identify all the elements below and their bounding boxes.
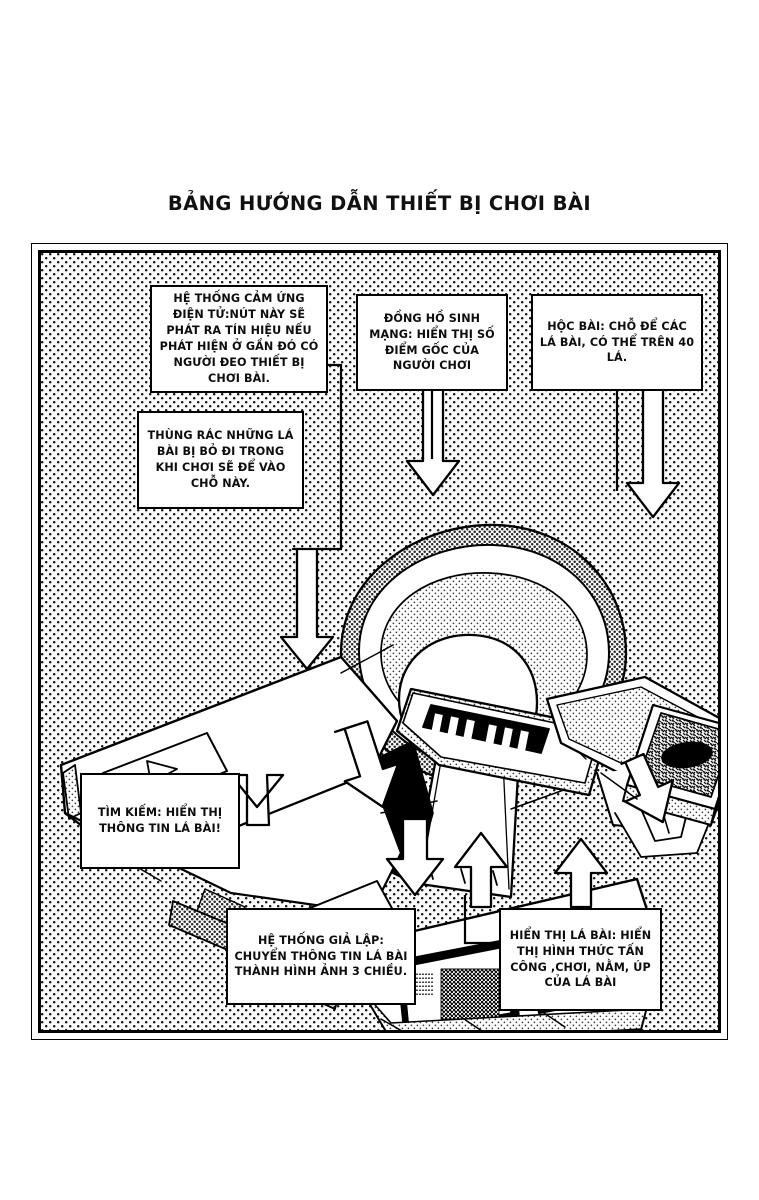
callout-lifepoint-text: ĐỒNG HỒ SINH MẠNG: HIỂN THỊ SỐ ĐIỂM GỐC … xyxy=(369,311,495,373)
arrow-carddisplay xyxy=(553,837,609,909)
callout-graveyard[interactable]: THÙNG RÁC NHỮNG LÁ BÀI BỊ BỎ ĐI TRONG KH… xyxy=(137,411,304,509)
callout-hologram-system[interactable]: HỆ THỐNG GIẢ LẬP: CHUYỂN THÔNG TIN LÁ BÀ… xyxy=(226,908,416,1005)
arrow-sensor xyxy=(279,547,335,671)
callout-carddisplay-text: HIỂN THỊ LÁ BÀI: HIỂN THỊ HÌNH THỨC TẤN … xyxy=(509,928,652,990)
callout-sensor-text: HỆ THỐNG CẢM ỨNG ĐIỆN TỬ:NÚT NÀY SẼ PHÁT… xyxy=(159,292,319,385)
diagram-stage: HỆ THỐNG CẢM ỨNG ĐIỆN TỬ:NÚT NÀY SẼ PHÁT… xyxy=(41,253,718,1030)
callout-search[interactable]: TÌM KIẾM: HIỂN THỊ THÔNG TIN LÁ BÀI! xyxy=(80,773,240,869)
arrow-centre xyxy=(333,720,400,808)
callout-card-display[interactable]: HIỂN THỊ LÁ BÀI: HIỂN THỊ HÌNH THỨC TẤN … xyxy=(499,908,662,1011)
mechanical-details xyxy=(136,644,638,882)
callout-life-point-clock[interactable]: ĐỒNG HỒ SINH MẠNG: HIỂN THỊ SỐ ĐIỂM GỐC … xyxy=(356,294,508,391)
arrow-deck xyxy=(625,361,681,519)
callout-hologram-text: HỆ THỐNG GIẢ LẬP: CHUYỂN THÔNG TIN LÁ BÀ… xyxy=(234,933,408,979)
arrow-trash xyxy=(385,817,445,897)
arrow-search xyxy=(229,773,285,827)
callout-deck-text: HỘC BÀI: CHỖ ĐỂ CÁC LÁ BÀI, CÓ THỂ TRÊN … xyxy=(539,319,695,365)
callout-deck-holder[interactable]: HỘC BÀI: CHỖ ĐỂ CÁC LÁ BÀI, CÓ THỂ TRÊN … xyxy=(531,294,703,391)
comic-panel-frame: HỆ THỐNG CẢM ỨNG ĐIỆN TỬ:NÚT NÀY SẼ PHÁT… xyxy=(31,243,728,1040)
arrow-right xyxy=(620,752,674,824)
pointer-arrows xyxy=(229,355,681,909)
callout-sensor-system[interactable]: HỆ THỐNG CẢM ỨNG ĐIỆN TỬ:NÚT NÀY SẼ PHÁT… xyxy=(150,285,328,393)
page-title: BẢNG HƯỚNG DẪN THIẾT BỊ CHƠI BÀI xyxy=(167,192,592,215)
callout-graveyard-text: THÙNG RÁC NHỮNG LÁ BÀI BỊ BỎ ĐI TRONG KH… xyxy=(147,429,294,490)
card-display-screen-left xyxy=(395,937,521,1030)
comic-panel-inner: HỆ THỐNG CẢM ỨNG ĐIỆN TỬ:NÚT NÀY SẼ PHÁT… xyxy=(38,250,721,1033)
callout-search-text: TÌM KIẾM: HIỂN THỊ THÔNG TIN LÁ BÀI! xyxy=(97,806,223,835)
